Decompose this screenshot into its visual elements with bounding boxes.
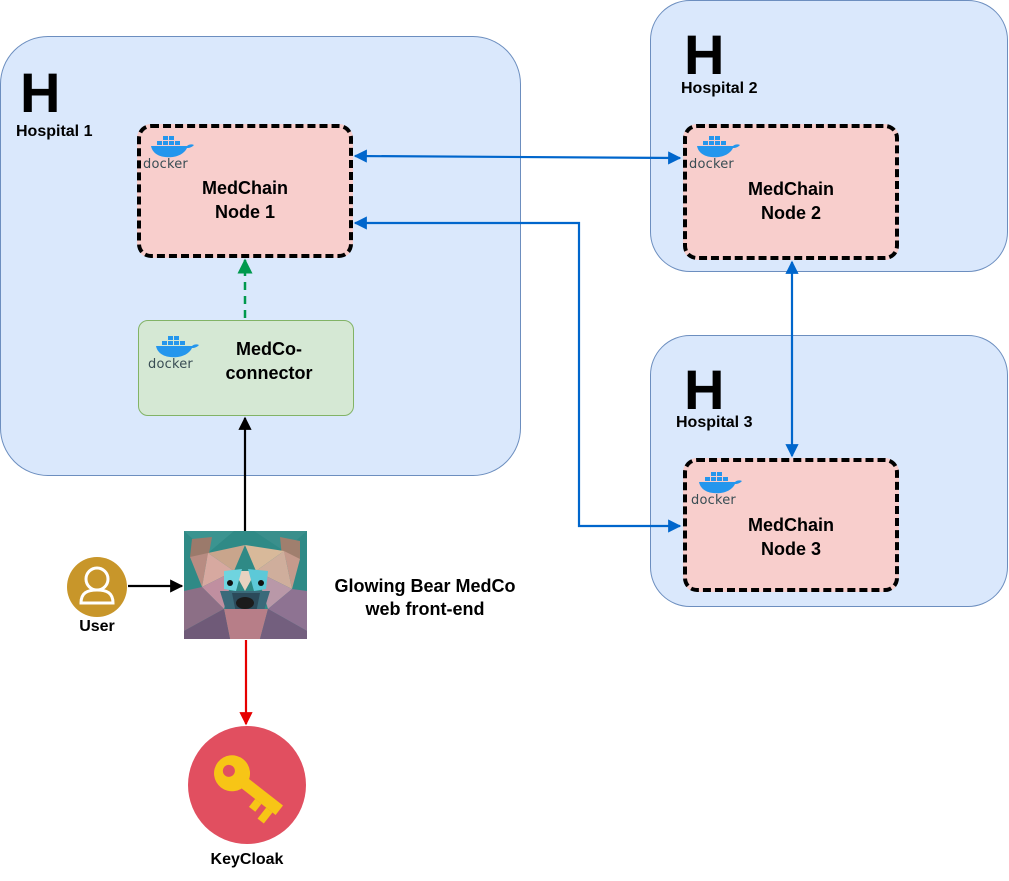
glowing-bear-logo[interactable] bbox=[184, 531, 307, 639]
user-label: User bbox=[79, 618, 115, 635]
hospital-3-label: Hospital 3 bbox=[676, 414, 753, 431]
docker-wordmark: docker bbox=[691, 493, 736, 508]
docker-whale-icon: docker bbox=[148, 334, 202, 372]
hospital-1-h-icon: H bbox=[20, 61, 61, 124]
docker-wordmark: docker bbox=[689, 157, 734, 172]
docker-whale-icon: docker bbox=[689, 134, 743, 172]
hospital-2-h-icon: H bbox=[684, 23, 725, 86]
docker-whale-icon: docker bbox=[691, 470, 745, 508]
keycloak-label: KeyCloak bbox=[210, 851, 284, 868]
hospital-2-label: Hospital 2 bbox=[681, 80, 758, 97]
medco-connector-label: MedCo-connector bbox=[225, 339, 313, 383]
docker-wordmark: docker bbox=[143, 157, 188, 172]
hospital-1-label: Hospital 1 bbox=[16, 123, 93, 140]
hospital-3-h-icon: H bbox=[684, 358, 725, 421]
docker-wordmark: docker bbox=[148, 357, 193, 372]
medco-connector[interactable]: docker MedCo-connector bbox=[138, 320, 354, 416]
docker-whale-icon: docker bbox=[143, 134, 197, 172]
user-icon[interactable] bbox=[67, 557, 127, 617]
keycloak-key-icon[interactable] bbox=[188, 726, 306, 844]
